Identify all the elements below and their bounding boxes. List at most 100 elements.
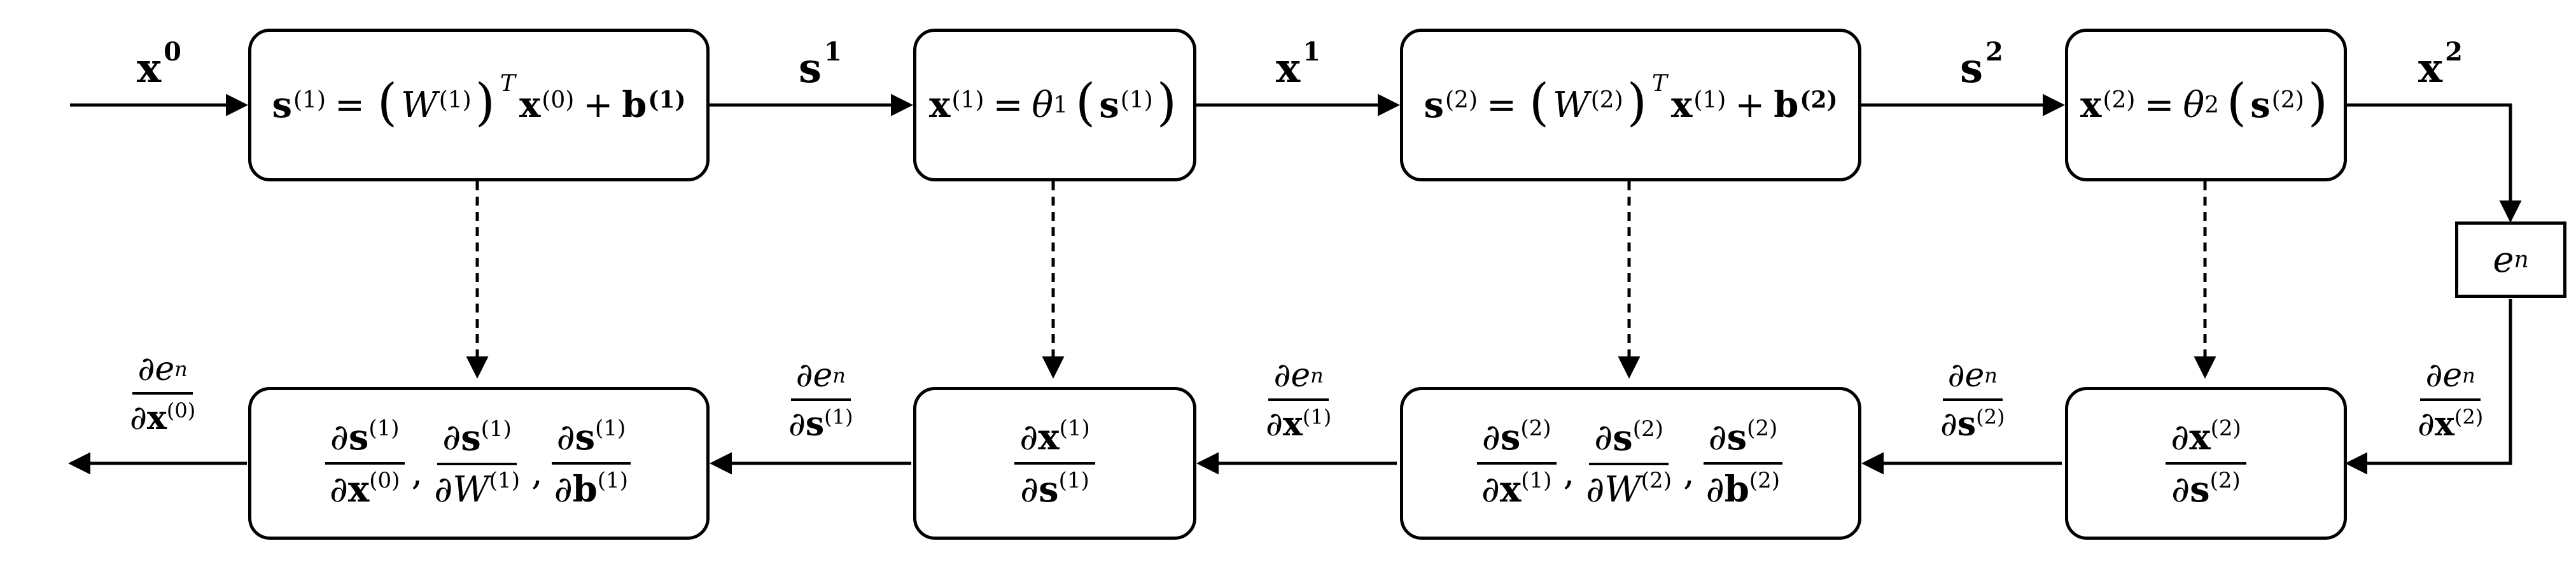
bb3c-num-sup: (2) xyxy=(1747,416,1778,441)
fb4-lhs-sup: (2) xyxy=(2103,87,2136,113)
fb1-plus: + xyxy=(583,84,613,126)
bb4-den-sup: (2) xyxy=(2209,468,2241,493)
arrow-x2-to-loss xyxy=(2347,103,2522,223)
fb3-T: T xyxy=(1651,70,1667,97)
backward-box-2: ∂x(1) ∂s(1) xyxy=(913,387,1196,540)
bb1a-den: x xyxy=(347,468,370,510)
label-x1-base: x xyxy=(1276,45,1301,92)
bb1c-d2: ∂ xyxy=(554,468,573,510)
fb3-b: b xyxy=(1774,84,1799,126)
fb2-lhs: x xyxy=(929,84,951,126)
bb3a-den-sup: (1) xyxy=(1521,468,1552,493)
bb1a-num-sup: (1) xyxy=(368,416,400,441)
fb3-W-sup: (2) xyxy=(1590,87,1623,113)
ldx2-e: e xyxy=(2442,356,2463,395)
ldx0-d1: ∂ xyxy=(137,350,155,388)
backward-box-4: ∂x(2) ∂s(2) xyxy=(2065,387,2347,540)
bb1-comma-1: , xyxy=(411,451,423,493)
lds2-var: s xyxy=(1957,405,1977,444)
bb3b-den-sup: (2) xyxy=(1641,468,1672,493)
ldx0-var: x xyxy=(146,398,167,437)
backward-box-3: ∂s(2) ∂x(1) , ∂s(2) ∂W(2) , ∂s(2) ∂b(2) xyxy=(1400,387,1861,540)
fb3-eq: = xyxy=(1487,84,1516,126)
lds1-d1: ∂ xyxy=(795,356,813,395)
fb2-s-sup: (1) xyxy=(1120,87,1153,113)
fb3-b-sup: (2) xyxy=(1800,87,1838,113)
ldx2-sup: (2) xyxy=(2454,404,2484,429)
lds1-n: n xyxy=(832,363,846,388)
bb1c-den-sup: (1) xyxy=(597,468,629,493)
fb2-eq: = xyxy=(993,84,1023,126)
label-s2-base: s xyxy=(1960,45,1984,92)
bb3a-d1: ∂ xyxy=(1481,416,1501,458)
bb2-d2: ∂ xyxy=(1020,468,1039,510)
fb4-theta-sub: 2 xyxy=(2204,92,2219,118)
fb1-eq: = xyxy=(335,84,365,126)
ldx2-var: x xyxy=(2434,405,2454,444)
bb3b-num-sup: (2) xyxy=(1632,416,1663,442)
label-x0-base: x xyxy=(137,45,162,92)
bb2-den: s xyxy=(1039,468,1059,510)
fb3-x-sup: (1) xyxy=(1693,87,1726,113)
bb3a-den: x xyxy=(1499,468,1522,510)
fb2-theta-sub: 1 xyxy=(1053,92,1068,118)
forward-box-3: s(2) = (W(2))T x(1) + b(2) xyxy=(1400,29,1861,181)
bb3-fractions: ∂s(2) ∂x(1) , ∂s(2) ∂W(2) , ∂s(2) ∂b(2) xyxy=(1473,416,1789,510)
lds2-e: e xyxy=(1964,356,1985,395)
bb2-num: x xyxy=(1038,416,1060,458)
fb2-theta: θ xyxy=(1032,84,1054,126)
bb2-fraction: ∂x(1) ∂s(1) xyxy=(1014,416,1095,510)
bb3b-den: W xyxy=(1604,468,1641,510)
ldx0-d2: ∂ xyxy=(130,398,147,437)
bb4-d2: ∂ xyxy=(2171,468,2190,510)
fb1-lhs: s xyxy=(272,84,292,126)
lds1-sup: (1) xyxy=(824,404,853,429)
bb3-comma-2: , xyxy=(1683,451,1695,493)
fb4-s-sup: (2) xyxy=(2271,87,2304,113)
ldx1-sup: (1) xyxy=(1302,404,1332,429)
loss-e: e xyxy=(2493,239,2514,281)
bb4-fraction: ∂x(2) ∂s(2) xyxy=(2166,416,2246,510)
bb1b-num-sup: (1) xyxy=(480,416,512,442)
label-s2-sup: 2 xyxy=(1985,37,2003,67)
forward-box-1-equation: s(1) = (W(1))T x(0) + b(1) xyxy=(272,70,686,132)
forward-box-1: s(1) = (W(1))T x(0) + b(1) xyxy=(248,29,710,181)
fb4-theta: θ xyxy=(2183,84,2205,126)
bb4-d1: ∂ xyxy=(2171,416,2190,458)
bb4-den: s xyxy=(2190,468,2210,510)
fb1-lhs-sup: (1) xyxy=(293,87,326,113)
fb3-lhs-sup: (2) xyxy=(1445,87,1478,113)
fb4-eq: = xyxy=(2144,84,2174,126)
bb3a-num: s xyxy=(1500,416,1521,458)
bb2-num-sup: (1) xyxy=(1059,416,1090,441)
bb3b-d1: ∂ xyxy=(1594,417,1613,458)
bb3c-d2: ∂ xyxy=(1705,468,1725,510)
lds1-d2: ∂ xyxy=(788,405,806,444)
bb1b-d1: ∂ xyxy=(442,417,461,458)
bb3c-den-sup: (2) xyxy=(1749,468,1781,493)
fb3-W: W xyxy=(1553,84,1590,126)
label-x0-sup: 0 xyxy=(164,37,181,67)
fb1-W: W xyxy=(401,84,438,126)
label-x2-sup: 2 xyxy=(2445,37,2463,67)
bb2-d1: ∂ xyxy=(1019,416,1039,458)
label-x1-sup: 1 xyxy=(1303,37,1320,67)
fb3-plus: + xyxy=(1735,84,1765,126)
bb3c-d1: ∂ xyxy=(1708,416,1727,458)
fb1-T: T xyxy=(500,70,515,97)
backward-box-1: ∂s(1) ∂x(0) , ∂s(1) ∂W(1) , ∂s(1) ∂b(1) xyxy=(248,387,710,540)
ldx1-var: x xyxy=(1282,405,1303,444)
ldx2-n: n xyxy=(2462,363,2475,388)
bb1a-den-sup: (0) xyxy=(369,468,400,493)
fb1-x-sup: (0) xyxy=(542,87,575,113)
lds2-sup: (2) xyxy=(1976,404,2005,429)
